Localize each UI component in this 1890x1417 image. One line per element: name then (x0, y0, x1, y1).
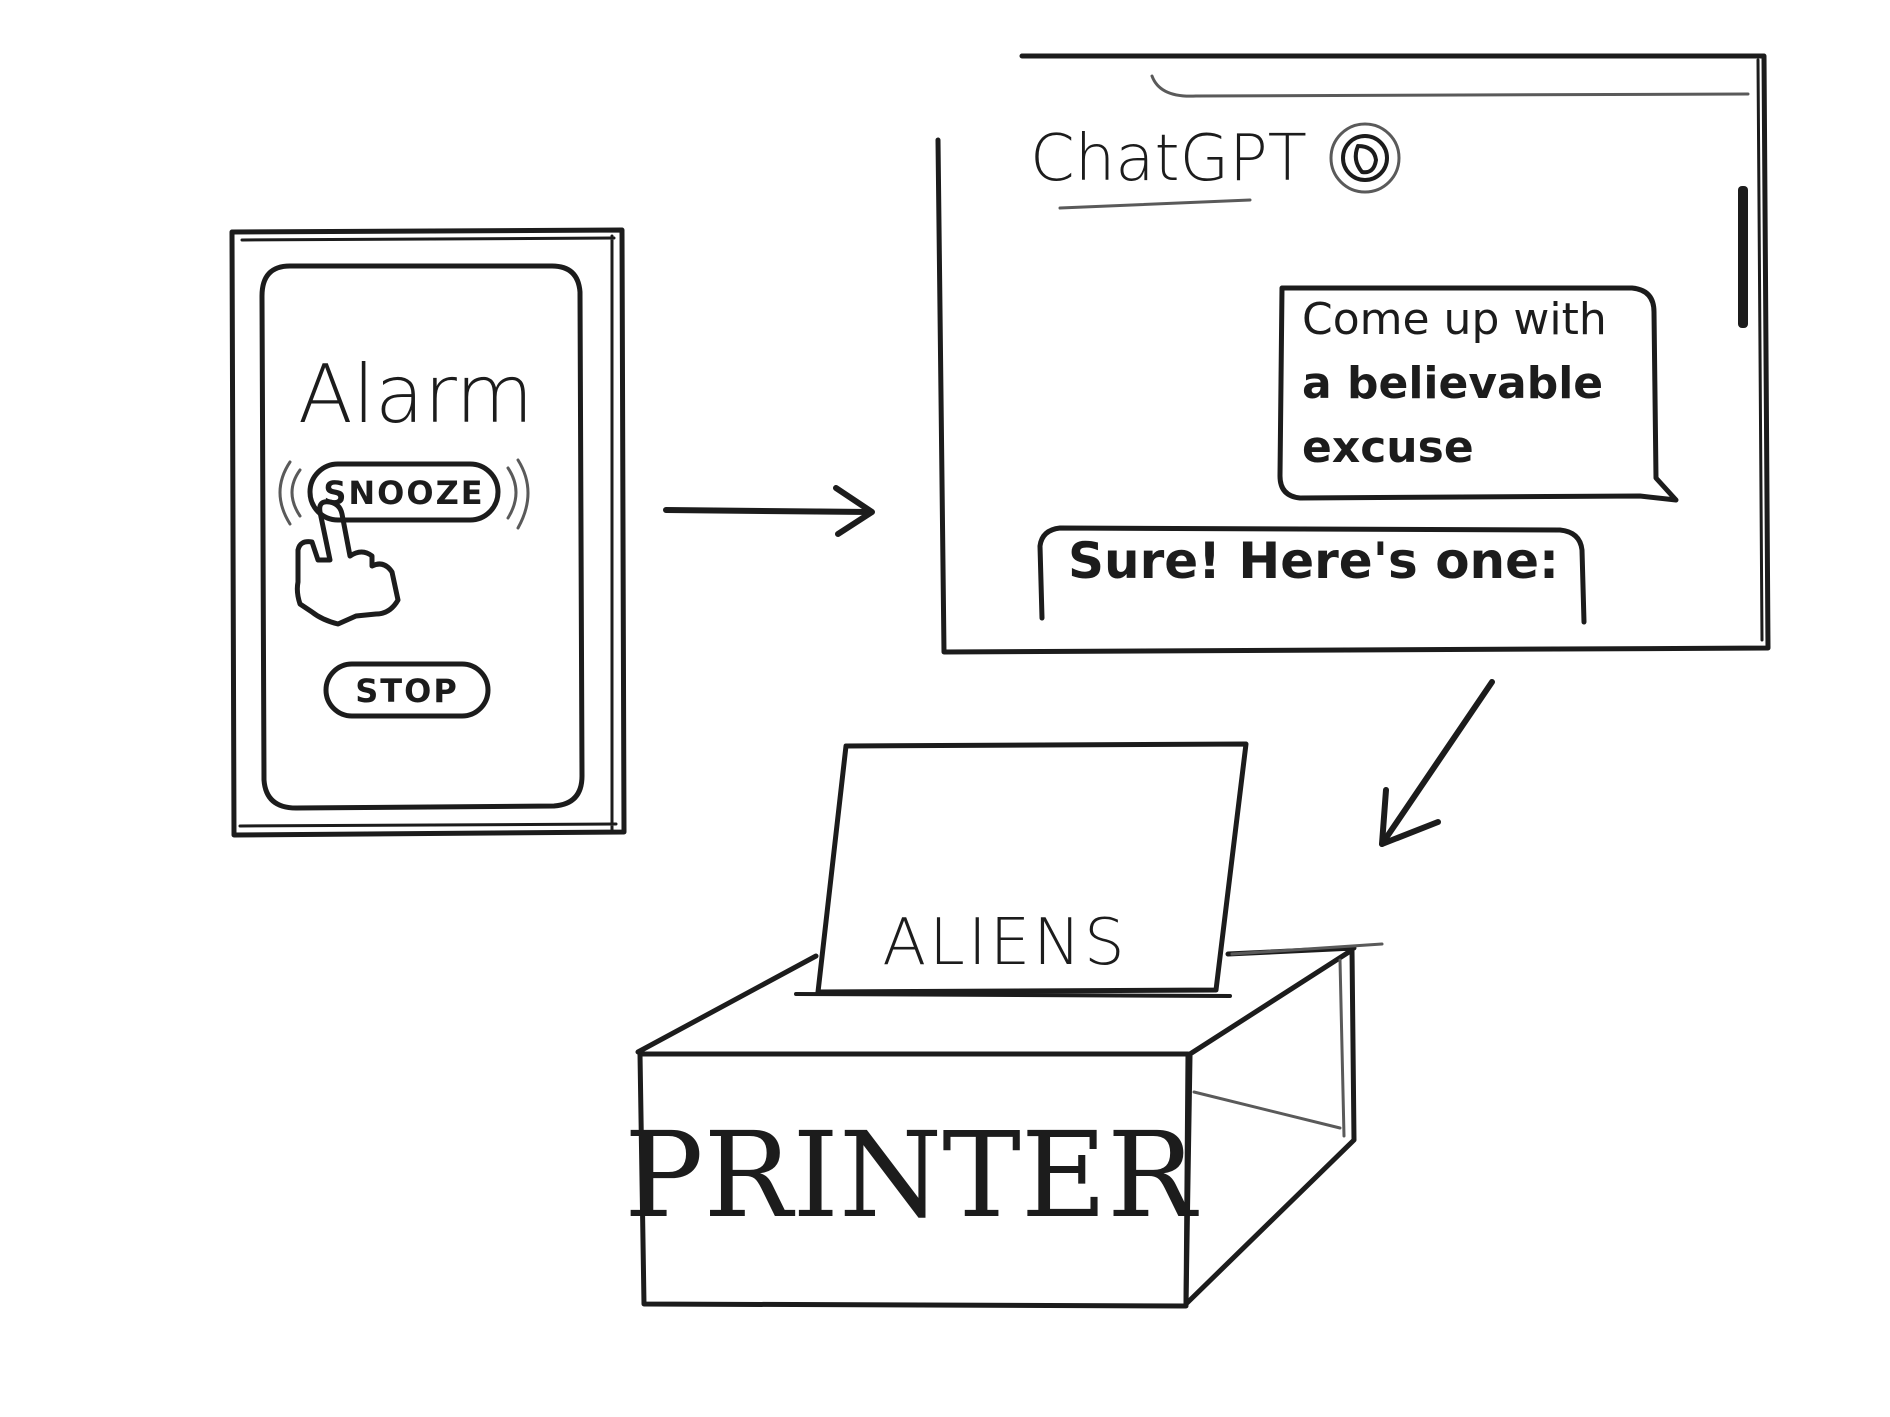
paper-sheet: ALIENS (815, 741, 1249, 995)
user-message-line-1: Come up with (1302, 294, 1607, 345)
user-message-bubble: Come up with a believable excuse (1277, 285, 1679, 503)
phone-screen (259, 263, 585, 811)
paper-text: ALIENS (882, 906, 1127, 980)
chat-window-frame (935, 53, 1771, 655)
alarm-title: Alarm (298, 348, 533, 441)
vibration-lines (278, 458, 530, 530)
phone-outer-frame (229, 227, 627, 838)
arrow-right-icon (663, 485, 875, 537)
printer-label: PRINTER (624, 1106, 1199, 1244)
chat-scrollbar[interactable] (1738, 186, 1748, 328)
printer-front (637, 1051, 1191, 1309)
stop-label: STOP (355, 672, 459, 710)
phone: Alarm SNOOZE STOP (229, 227, 627, 838)
snooze-button[interactable]: SNOOZE (278, 458, 530, 530)
paper-slot (794, 992, 1232, 998)
user-message-line-2: a believable (1302, 358, 1603, 409)
stop-button[interactable]: STOP (323, 661, 491, 719)
hand-pointer-icon (294, 499, 401, 627)
assistant-message-bubble: Sure! Here's one: (1037, 525, 1587, 625)
snooze-label: SNOOZE (323, 474, 484, 512)
assistant-message: Sure! Here's one: (1068, 532, 1559, 590)
chat-window: ChatGPT Come up with a believable excuse… (935, 53, 1771, 655)
chat-title: ChatGPT (1030, 122, 1307, 196)
printer: ALIENS PRINTER (624, 741, 1384, 1309)
arrow-down-left-icon (1379, 679, 1495, 847)
user-message-line-3: excuse (1302, 422, 1474, 473)
chatgpt-logo-icon (1329, 122, 1401, 194)
